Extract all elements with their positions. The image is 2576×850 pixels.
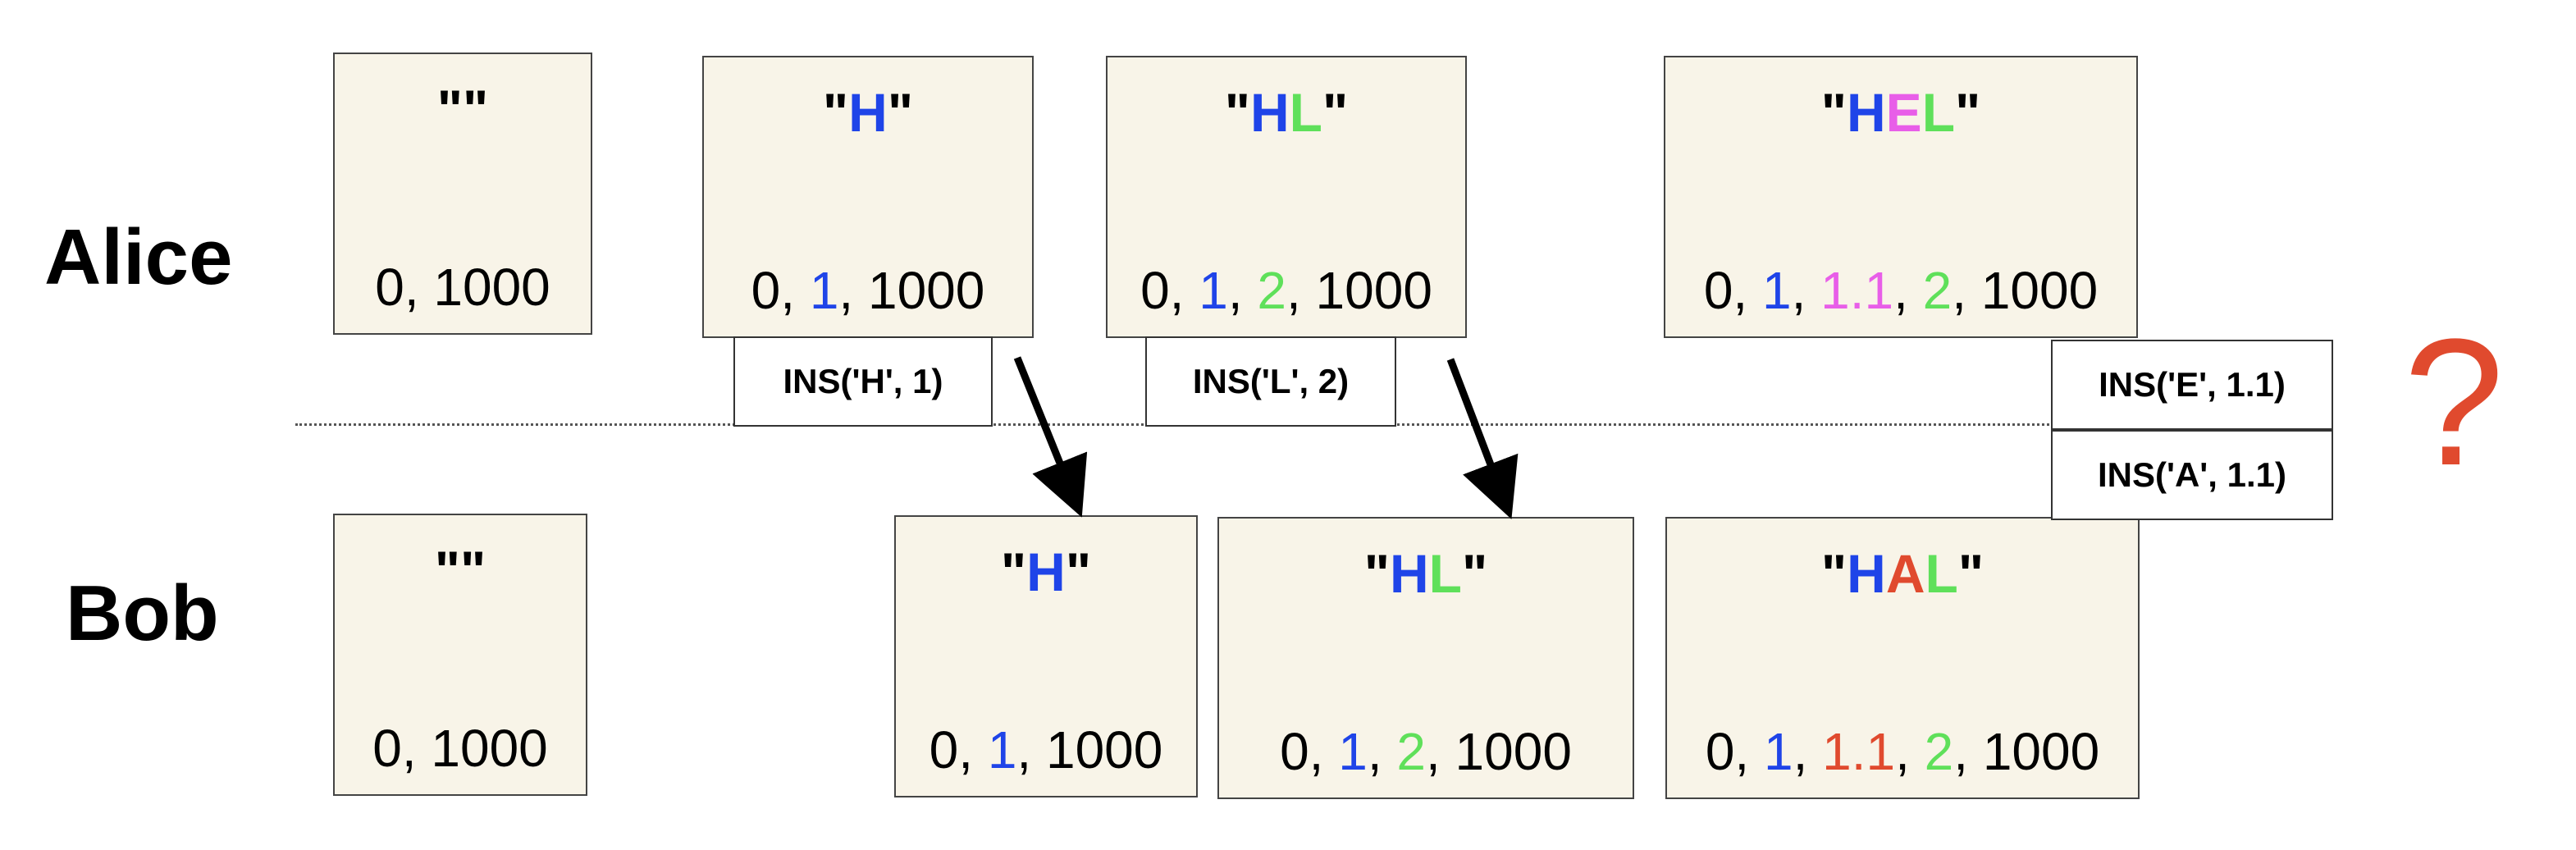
- text-run: H: [1847, 543, 1886, 604]
- text-run: ": [1820, 543, 1848, 604]
- text-run: ,: [1791, 261, 1821, 320]
- alice-state-3: "HL" 0, 1, 2, 1000: [1106, 56, 1467, 338]
- text-run: ,: [1367, 722, 1397, 781]
- text-run: L: [1921, 82, 1956, 143]
- text-run: ": [1065, 542, 1092, 602]
- text-run: "": [436, 79, 489, 139]
- state-positions: 0, 1, 2, 1000: [1219, 725, 1633, 778]
- text-run: 1: [1199, 261, 1228, 320]
- text-run: , 1000: [1952, 261, 2099, 320]
- text-run: 2: [1396, 722, 1426, 781]
- text-run: 2: [1924, 722, 1954, 781]
- text-run: 1: [1763, 722, 1793, 781]
- text-run: A: [1885, 543, 1925, 604]
- text-run: L: [1289, 82, 1322, 143]
- text-run: 0,: [1280, 722, 1339, 781]
- text-run: ,: [1895, 722, 1925, 781]
- state-string: "H": [704, 85, 1032, 139]
- text-run: 0,: [1705, 722, 1764, 781]
- text-run: 2: [1257, 261, 1286, 320]
- text-run: ": [1462, 543, 1488, 604]
- state-positions: 0, 1000: [335, 261, 591, 313]
- text-run: 0, 1000: [375, 258, 550, 317]
- state-positions: 0, 1000: [335, 722, 586, 775]
- state-string: "": [335, 82, 591, 136]
- text-run: , 1000: [838, 261, 985, 320]
- op-insert-a: INS('A', 1.1): [2051, 430, 2333, 520]
- text-run: , 1000: [1953, 722, 2100, 781]
- text-run: ,: [1793, 722, 1823, 781]
- text-run: 0,: [1703, 261, 1762, 320]
- text-run: 2: [1922, 261, 1953, 320]
- text-run: H: [1250, 82, 1290, 143]
- op-insert-l: INS('L', 2): [1145, 336, 1396, 427]
- text-run: ": [1224, 82, 1250, 143]
- state-positions: 0, 1, 1000: [896, 724, 1196, 776]
- op-insert-h: INS('H', 1): [733, 336, 993, 427]
- text-run: ": [1820, 82, 1847, 143]
- text-run: L: [1428, 543, 1462, 604]
- state-positions: 0, 1, 1000: [704, 264, 1032, 317]
- conflict-question-mark: ?: [2404, 301, 2505, 503]
- state-positions: 0, 1, 1.1, 2, 1000: [1667, 725, 2138, 778]
- text-run: H: [848, 82, 888, 143]
- text-run: ": [1363, 543, 1390, 604]
- text-run: 0,: [929, 720, 988, 779]
- text-run: , 1000: [1016, 720, 1163, 779]
- text-run: H: [1846, 82, 1886, 143]
- text-run: "": [434, 540, 486, 601]
- state-string: "HL": [1108, 85, 1465, 139]
- text-run: , 1000: [1425, 722, 1572, 781]
- text-run: 0,: [751, 261, 810, 320]
- text-run: ,: [1893, 261, 1923, 320]
- text-run: ": [1322, 82, 1349, 143]
- state-positions: 0, 1, 2, 1000: [1108, 264, 1465, 317]
- text-run: 1.1: [1822, 722, 1896, 781]
- text-run: ": [822, 82, 849, 143]
- text-run: ": [1955, 82, 1981, 143]
- text-run: H: [1390, 543, 1429, 604]
- state-string: "HAL": [1667, 546, 2138, 601]
- text-run: E: [1885, 82, 1922, 143]
- text-run: 1: [1338, 722, 1368, 781]
- alice-state-1: "" 0, 1000: [333, 53, 592, 335]
- bob-label: Bob: [66, 569, 219, 657]
- text-run: ": [1000, 542, 1027, 602]
- text-run: 1: [1761, 261, 1792, 320]
- text-run: ": [1957, 543, 1985, 604]
- sync-arrow-l: [1446, 358, 1519, 519]
- text-run: 1.1: [1820, 261, 1894, 320]
- text-run: 1: [809, 261, 839, 320]
- alice-state-4: "HEL" 0, 1, 1.1, 2, 1000: [1664, 56, 2138, 338]
- op-insert-e: INS('E', 1.1): [2051, 340, 2333, 430]
- text-run: H: [1026, 542, 1066, 602]
- text-run: 0,: [1140, 261, 1199, 320]
- bob-state-1: "" 0, 1000: [333, 514, 587, 796]
- text-run: 1: [987, 720, 1017, 779]
- text-run: L: [1925, 543, 1958, 604]
- bob-state-4: "HAL" 0, 1, 1.1, 2, 1000: [1665, 517, 2140, 799]
- state-string: "HL": [1219, 546, 1633, 601]
- alice-label: Alice: [44, 213, 233, 301]
- text-run: , 1000: [1286, 261, 1432, 320]
- bob-state-2: "H" 0, 1, 1000: [894, 515, 1198, 797]
- sync-arrow-h: [1013, 356, 1088, 518]
- text-run: ,: [1227, 261, 1258, 320]
- state-string: "": [335, 543, 586, 597]
- state-positions: 0, 1, 1.1, 2, 1000: [1665, 264, 2136, 317]
- text-run: ": [887, 82, 914, 143]
- state-string: "H": [896, 545, 1196, 599]
- state-string: "HEL": [1665, 85, 2136, 139]
- text-run: 0, 1000: [372, 719, 548, 778]
- alice-state-2: "H" 0, 1, 1000: [702, 56, 1034, 338]
- bob-state-3: "HL" 0, 1, 2, 1000: [1217, 517, 1634, 799]
